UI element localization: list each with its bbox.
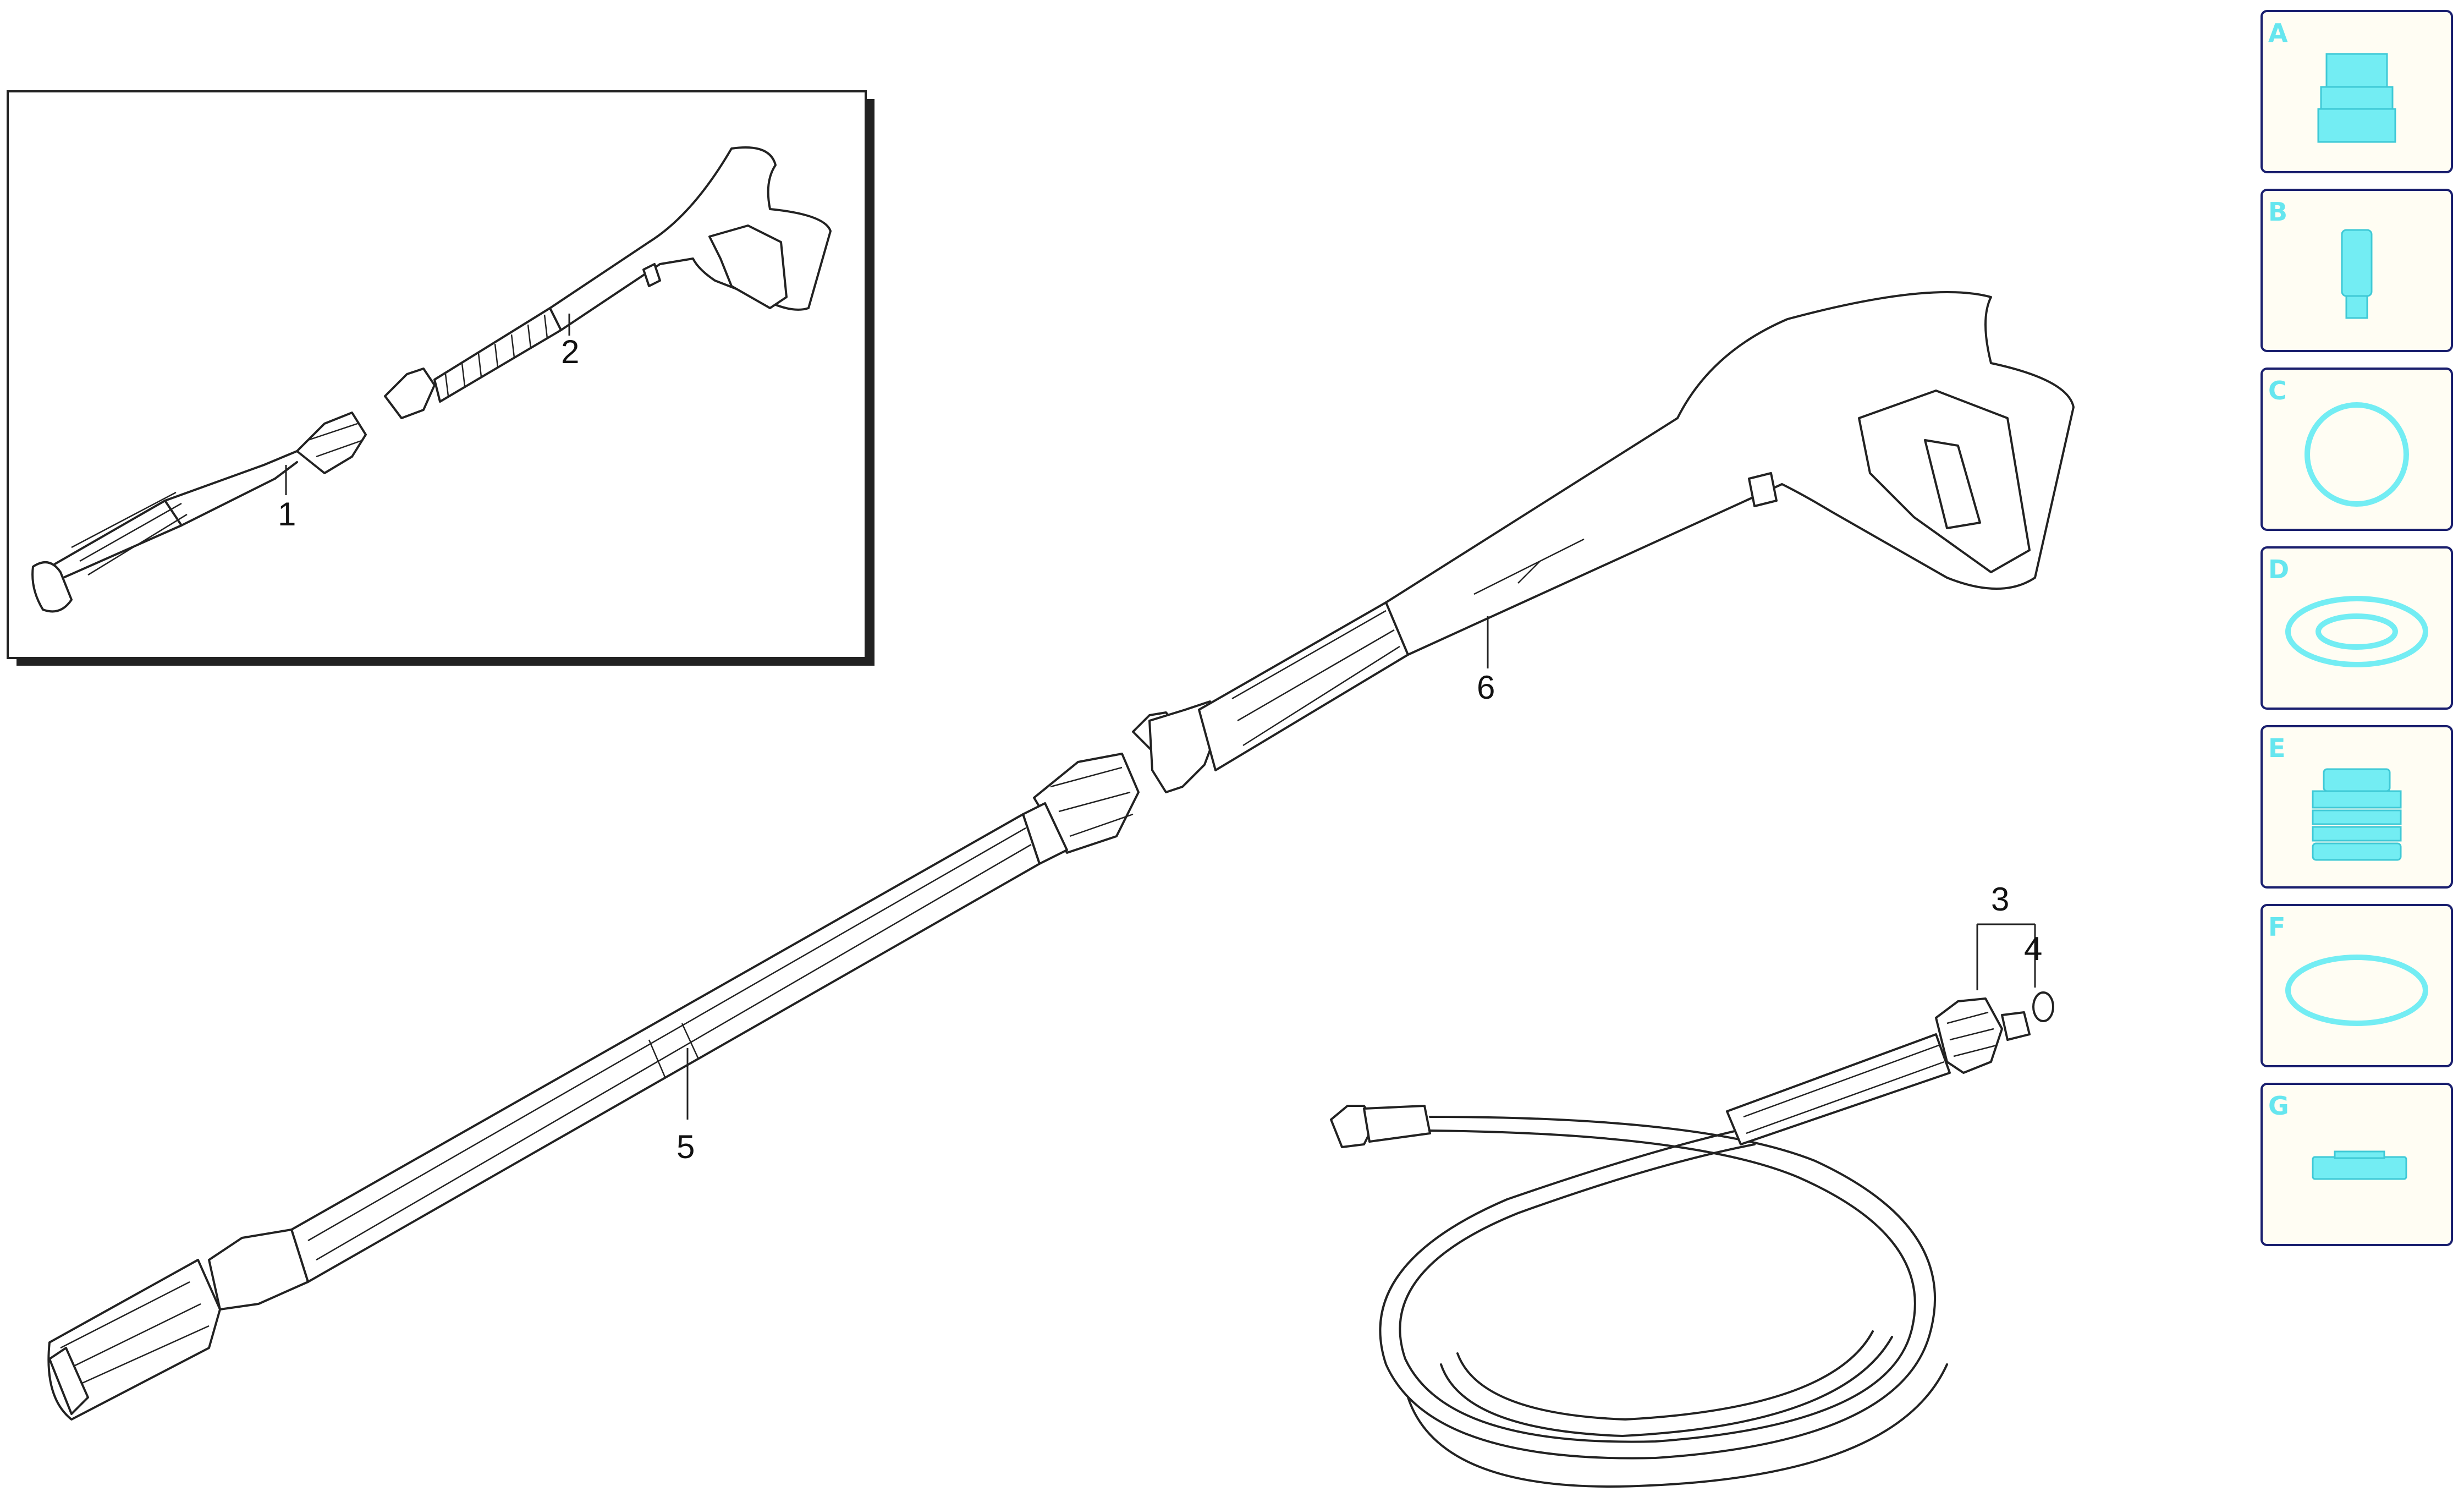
callout-1: 1 (278, 496, 296, 533)
callout-2: 2 (561, 333, 579, 370)
flat-washer-icon (2285, 596, 2428, 667)
callout-3: 3 (1991, 881, 2009, 918)
accessory-letter-c: C (2268, 376, 2287, 405)
accessory-card-g[interactable]: G (2260, 1083, 2453, 1246)
accessory-letter-g: G (2268, 1091, 2289, 1121)
main-part-lance: 5 (47, 753, 1140, 1421)
accessory-letter-b: B (2268, 197, 2287, 227)
accessory-card-c[interactable]: C (2260, 368, 2453, 531)
accessory-card-f[interactable]: F (2260, 904, 2453, 1067)
accessory-letter-d: D (2268, 555, 2289, 584)
nozzle-fitting-icon (2317, 53, 2396, 143)
o-ring-icon (2304, 402, 2409, 507)
cylinder-pin-icon (2341, 229, 2373, 319)
inset-box: 2 1 (7, 90, 875, 666)
main-part-gun: 6 (1132, 291, 2075, 793)
accessory-card-a[interactable]: A (2260, 10, 2453, 173)
accessory-letter-f: F (2268, 912, 2285, 942)
accessory-card-b[interactable]: B (2260, 189, 2453, 352)
main-part-hose: 3 4 (1330, 881, 2054, 1488)
accessory-letter-e: E (2268, 733, 2285, 763)
inset-part-gun (384, 146, 832, 419)
accessory-sidebar: A B C D (2260, 10, 2453, 1253)
callout-5: 5 (676, 1128, 695, 1165)
accessory-card-e[interactable]: E (2260, 725, 2453, 889)
callout-6: 6 (1477, 669, 1495, 706)
inset-part-lance (31, 412, 367, 613)
accessory-card-d[interactable]: D (2260, 546, 2453, 710)
flat-plate-icon (2312, 1150, 2407, 1180)
thin-ring-icon (2285, 955, 2428, 1026)
accessory-letter-a: A (2268, 18, 2288, 48)
callout-4: 4 (2024, 930, 2042, 967)
threaded-coupling-icon (2312, 768, 2402, 861)
